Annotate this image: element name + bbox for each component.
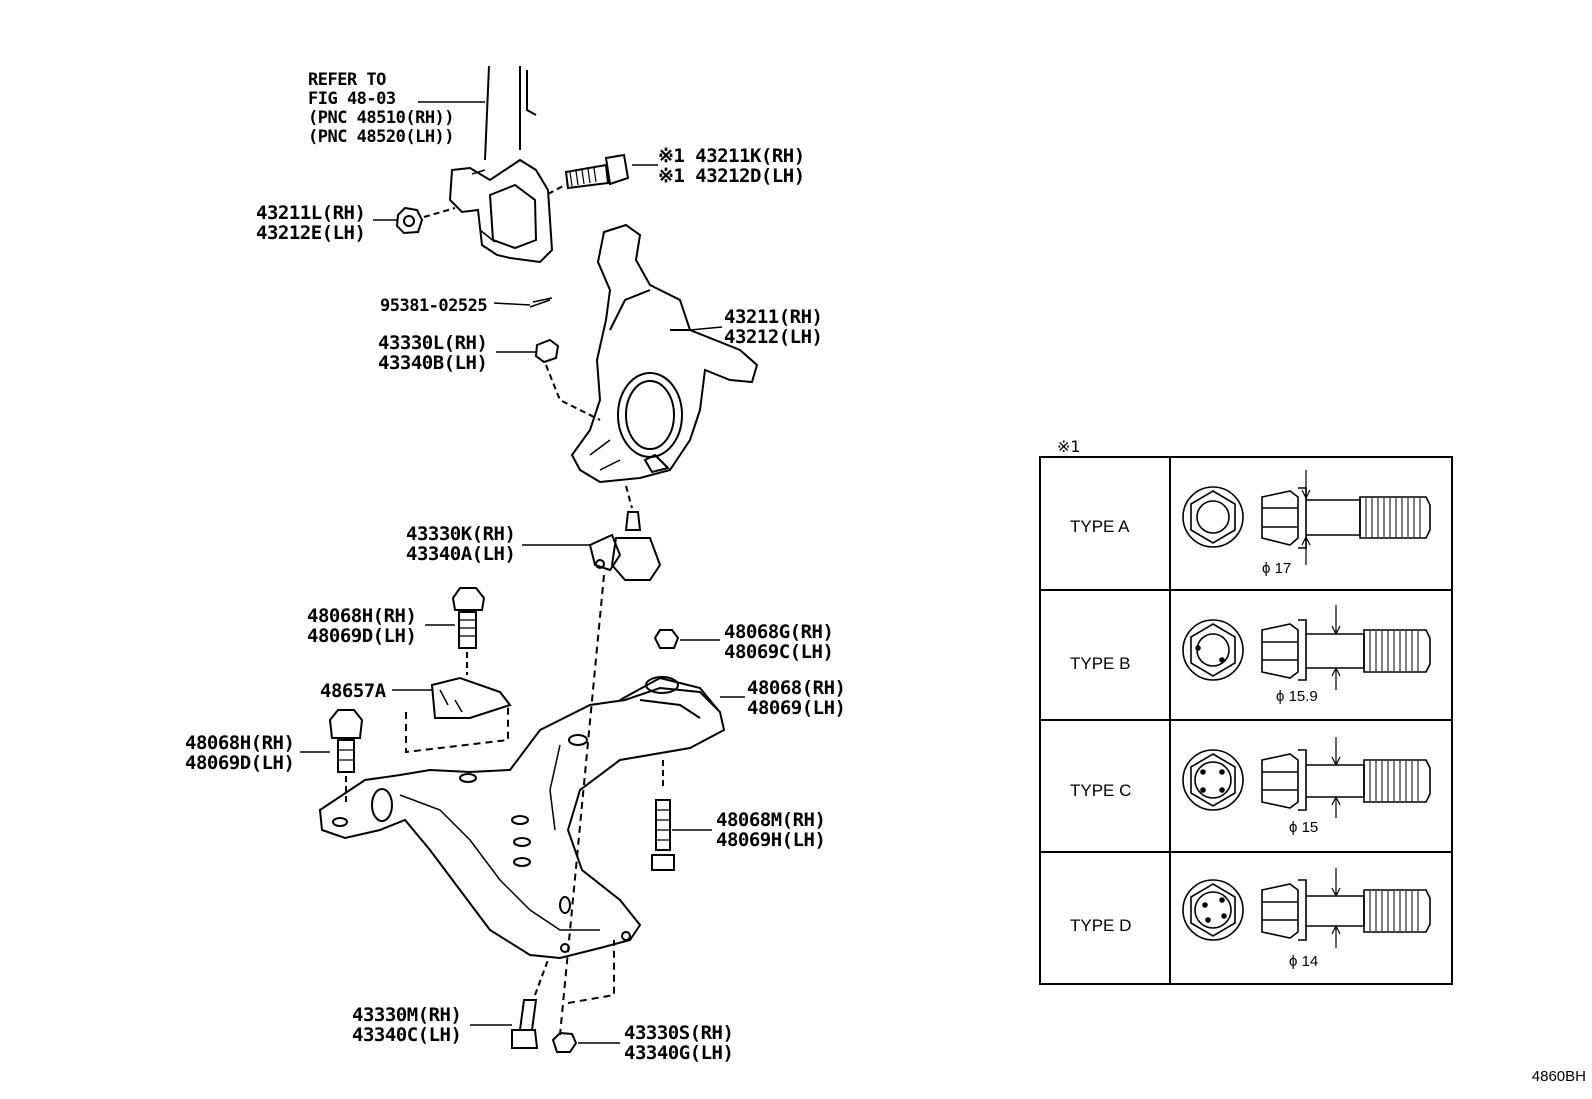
part-number-lh: ※1 43212D(LH) bbox=[658, 165, 805, 187]
strut-nut-part bbox=[395, 206, 456, 235]
callout-bolt-knuckle-strut[interactable]: ※1 43211K(RH) ※1 43212D(LH) bbox=[658, 146, 805, 186]
bottom-nut-part bbox=[551, 1031, 578, 1053]
part-number-lh: 48069D(LH) bbox=[307, 625, 417, 647]
callout-bolt-rear-bushing[interactable]: 48068M(RH) 48069H(LH) bbox=[716, 809, 826, 851]
callout-ball-joint[interactable]: 43330K(RH) 43340A(LH) bbox=[406, 523, 516, 565]
part-number-rh: ※1 43211K(RH) bbox=[658, 145, 805, 167]
type-c-label: TYPE C bbox=[1070, 781, 1132, 800]
reference-line-3: (PNC 48510(RH)) bbox=[308, 108, 455, 128]
callout-cotter-pin[interactable]: 95381-02525 bbox=[380, 296, 488, 316]
callout-nut-knuckle-strut[interactable]: 43211L(RH) 43212E(LH) bbox=[256, 202, 366, 244]
table-note-marker: ※1 bbox=[1057, 437, 1081, 456]
part-number-rh: 48068(RH) bbox=[747, 677, 846, 699]
type-c-diameter: ϕ 15 bbox=[1289, 819, 1319, 836]
part-number-lh: 48069D(LH) bbox=[185, 752, 295, 774]
part-number-lh: 43340C(LH) bbox=[352, 1024, 462, 1046]
type-a-label: TYPE A bbox=[1070, 517, 1130, 536]
part-number-lh: 48069H(LH) bbox=[716, 829, 826, 851]
part-number-rh: 48068H(RH) bbox=[185, 732, 295, 754]
callout-nut-ball-joint-lower[interactable]: 43330S(RH) 43340G(LH) bbox=[624, 1022, 734, 1064]
part-number-rh: 43211L(RH) bbox=[256, 202, 366, 224]
reference-line-4: (PNC 48520(LH)) bbox=[308, 127, 455, 147]
type-b-label: TYPE B bbox=[1070, 654, 1131, 673]
type-b-diameter: ϕ 15.9 bbox=[1276, 688, 1318, 705]
part-number-lh: 48069(LH) bbox=[747, 697, 846, 719]
castle-nut-part bbox=[534, 338, 601, 421]
callout-nut-rear-bushing[interactable]: 48068G(RH) 48069C(LH) bbox=[724, 621, 834, 663]
part-number-lh: 43212(LH) bbox=[724, 326, 823, 348]
figure-code: 4860BH bbox=[1531, 1068, 1586, 1085]
ball-joint-part bbox=[588, 511, 662, 581]
callout-lower-arm[interactable]: 48068(RH) 48069(LH) bbox=[747, 677, 846, 719]
strut-bolt-part bbox=[547, 153, 630, 195]
rear-nut-part bbox=[653, 629, 680, 649]
part-number-lh: 43340G(LH) bbox=[624, 1042, 734, 1064]
callout-nut-ball-joint[interactable]: 43330L(RH) 43340B(LH) bbox=[378, 332, 488, 374]
part-number: 48657A bbox=[320, 680, 386, 702]
strut-assembly bbox=[448, 65, 554, 264]
part-number: 95381-02525 bbox=[380, 296, 488, 316]
part-number-rh: 43211(RH) bbox=[724, 306, 823, 328]
part-number-lh: 48069C(LH) bbox=[724, 641, 834, 663]
part-number-lh: 43212E(LH) bbox=[256, 222, 366, 244]
reference-line-2: FIG 48-03 bbox=[308, 89, 396, 109]
part-number-rh: 43330S(RH) bbox=[624, 1022, 734, 1044]
reference-line-1: REFER TO bbox=[308, 70, 386, 90]
part-number-lh: 43340A(LH) bbox=[406, 543, 516, 565]
knuckle-part bbox=[570, 223, 759, 484]
part-number-rh: 48068H(RH) bbox=[307, 605, 417, 627]
type-a-diameter: ϕ 17 bbox=[1262, 560, 1292, 577]
reference-note: REFER TO FIG 48-03 (PNC 48510(RH)) (PNC … bbox=[308, 70, 455, 147]
type-bolt-drawings bbox=[1182, 470, 1431, 948]
type-table bbox=[1039, 456, 1453, 985]
callout-bolt-ball-joint[interactable]: 43330M(RH) 43340C(LH) bbox=[352, 1004, 462, 1046]
upper-bolt-part bbox=[451, 587, 486, 675]
part-number-lh: 43340B(LH) bbox=[378, 352, 488, 374]
part-number-rh: 43330M(RH) bbox=[352, 1004, 462, 1026]
part-number-rh: 48068M(RH) bbox=[716, 809, 826, 831]
type-d-diameter: ϕ 14 bbox=[1289, 953, 1319, 970]
leader-lines bbox=[300, 101, 745, 1044]
type-d-label: TYPE D bbox=[1070, 916, 1132, 935]
bracket-part bbox=[405, 676, 512, 754]
bottom-bolt-part bbox=[511, 959, 549, 1049]
lower-arm-part bbox=[318, 676, 726, 960]
lower-bolt-part bbox=[328, 709, 364, 805]
part-number-rh: 48068G(RH) bbox=[724, 621, 834, 643]
part-number-rh: 43330L(RH) bbox=[378, 332, 488, 354]
callout-bracket[interactable]: 48657A bbox=[320, 681, 386, 701]
callout-bolt-upper-front[interactable]: 48068H(RH) 48069D(LH) bbox=[307, 605, 417, 647]
rear-bolt-part bbox=[651, 760, 675, 871]
part-number-rh: 43330K(RH) bbox=[406, 523, 516, 545]
callout-steering-knuckle[interactable]: 43211(RH) 43212(LH) bbox=[724, 306, 823, 348]
callout-bolt-lower-front[interactable]: 48068H(RH) 48069D(LH) bbox=[185, 732, 295, 774]
